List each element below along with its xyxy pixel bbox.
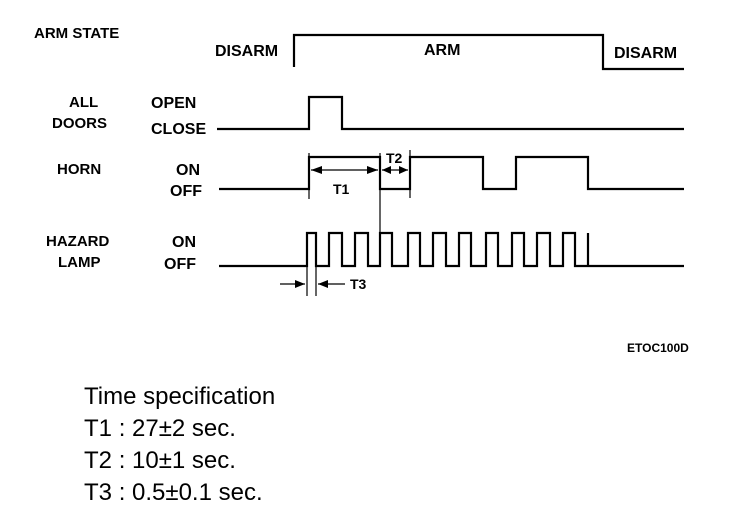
spec-item-sep: : <box>118 447 126 474</box>
spec-item-sep: : <box>118 479 126 506</box>
figure-code: ETOC100D <box>627 341 689 355</box>
arm-state-waveform <box>292 33 684 71</box>
spec-item-t3: T3 : 0.5±0.1 sec. <box>84 477 275 509</box>
spec-item-value: 10±1 sec. <box>132 447 236 474</box>
t1-label: T1 <box>333 181 350 197</box>
spec-item-value: 0.5±0.1 sec. <box>132 479 263 506</box>
spec-item-t1: T1 : 27±2 sec. <box>84 413 275 445</box>
t2-arrow-right <box>399 166 408 174</box>
t1-arrow-left <box>311 166 322 174</box>
doors-waveform <box>217 95 684 131</box>
t2-label: T2 <box>386 150 403 166</box>
hazard-waveform <box>219 231 684 268</box>
horn-label: HORN <box>57 161 101 178</box>
hazard-on-label: ON <box>172 234 196 251</box>
arm-state-arm: ARM <box>424 42 460 59</box>
arm-state-disarm-2: DISARM <box>614 45 677 62</box>
spec-item-name: T1 <box>84 415 113 442</box>
hazard-off-label: OFF <box>164 256 196 273</box>
doors-label-line2: DOORS <box>52 115 107 132</box>
horn-waveform <box>219 155 684 191</box>
spec-item-value: 27±2 sec. <box>132 415 236 442</box>
doors-close-label: CLOSE <box>151 121 206 138</box>
spec-item-name: T3 <box>84 479 113 506</box>
spec-title: Time specification <box>84 383 276 410</box>
horn-off-label: OFF <box>170 183 202 200</box>
t3-arrow-left <box>295 280 305 288</box>
hazard-label-line1: HAZARD <box>46 233 109 250</box>
t3-label: T3 <box>350 276 367 292</box>
doors-label-line1: ALL <box>69 94 98 111</box>
spec-item-sep: : <box>118 415 126 442</box>
spec-item-name: T2 <box>84 447 113 474</box>
horn-on-label: ON <box>176 162 200 179</box>
t1-arrow-right <box>367 166 378 174</box>
doors-open-label: OPEN <box>151 95 196 112</box>
t3-arrow-right <box>318 280 328 288</box>
time-specification: Time specification T1 : 27±2 sec. T2 : 1… <box>84 381 275 509</box>
t2-arrow-left <box>382 166 391 174</box>
arm-state-disarm-1: DISARM <box>215 43 278 60</box>
arm-state-label: ARM STATE <box>34 25 119 42</box>
hazard-label-line2: LAMP <box>58 254 101 271</box>
spec-item-t2: T2 : 10±1 sec. <box>84 445 275 477</box>
